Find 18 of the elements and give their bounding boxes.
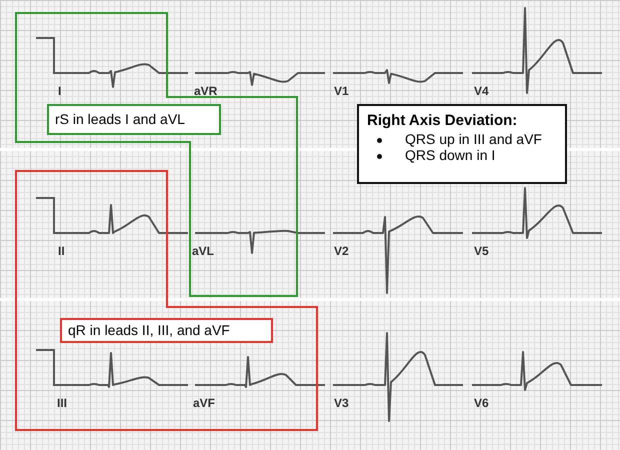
annotation-box: qR in leads II, III, and aVF — [60, 318, 273, 343]
box-heading: Right Axis Deviation: — [367, 112, 518, 129]
lead-label: aVR — [194, 84, 218, 98]
lead-label: V1 — [334, 84, 349, 98]
info-box — [357, 104, 567, 184]
lead-label: V2 — [334, 244, 349, 258]
lead-label: aVL — [192, 244, 214, 258]
lead-label: V3 — [334, 396, 349, 410]
lead-label: V4 — [474, 84, 489, 98]
bullet-item: QRS down in I — [405, 147, 496, 163]
lead-label: aVF — [193, 396, 216, 410]
lead-label: I — [58, 84, 62, 98]
annotation-box: rS in leads I and aVL — [47, 104, 221, 135]
lead-label: V6 — [474, 396, 489, 410]
lead-label: II — [58, 244, 65, 258]
lead-label: V5 — [474, 244, 489, 258]
lead-label: III — [57, 396, 68, 410]
bullet-item: QRS up in III and aVF — [405, 131, 542, 147]
